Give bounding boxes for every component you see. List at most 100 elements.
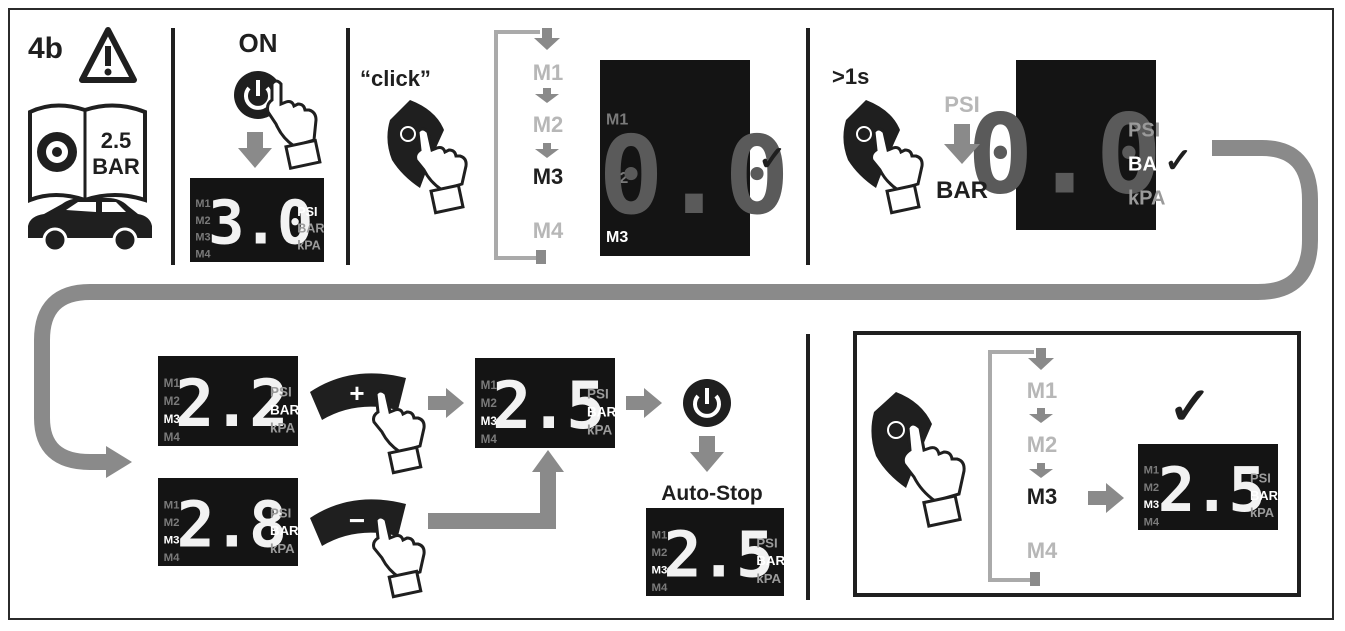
flow-connector-arrowhead xyxy=(106,446,132,478)
lcd-power-on-reading: 3.0 xyxy=(208,189,311,259)
long-press-label: >1s xyxy=(832,64,869,89)
lcd-power-on-mode-label: M4 xyxy=(195,248,210,260)
lcd-unit-select-reading: 0.0 xyxy=(967,91,1160,219)
mode-bracket xyxy=(494,30,546,264)
lcd-adjust-up-mode-label: M3 xyxy=(164,413,181,426)
minus-button-icon[interactable] xyxy=(310,499,406,546)
hand-pointer-icon-memory xyxy=(901,422,966,528)
unit-arrow-icon xyxy=(944,124,980,164)
lcd-power-on-mode-label: M1 xyxy=(195,198,210,210)
unit-to-bar: BAR xyxy=(936,177,988,204)
mode-arrows xyxy=(534,28,560,158)
lcd-auto-stop-unit-label: kPA xyxy=(756,571,781,586)
lcd-memory-unit-label: BAR xyxy=(1250,488,1279,503)
lcd-adjust-set-mode-label: M4 xyxy=(481,433,498,446)
arrow-right-1 xyxy=(428,388,464,418)
lcd-memory-mode-label: M3 xyxy=(1144,499,1160,511)
step-label: 4b xyxy=(28,32,63,65)
lcd-adjust-up-unit-label: PSI xyxy=(270,385,292,400)
lcd-adjust-set-unit-label: PSI xyxy=(587,387,609,402)
lcd-unit-select-unit-label: BAR xyxy=(1128,154,1172,176)
lcd-power-on-mode-label: M2 xyxy=(195,215,210,227)
memory-mode-m3[interactable]: M3 xyxy=(1027,484,1058,509)
plus-button-icon[interactable] xyxy=(310,373,406,420)
lcd-adjust-up-reading: 2.2 xyxy=(175,367,286,442)
lcd-mode-select-mode-label: M3 xyxy=(606,229,628,246)
arrow-right-3 xyxy=(1088,483,1124,513)
warning-pressure-unit: BAR xyxy=(92,154,140,179)
car-icon xyxy=(28,198,152,253)
lcd-power-on-unit-label: BAR xyxy=(297,222,324,236)
auto-stop-label: Auto-Stop xyxy=(661,482,762,505)
lcd-mode-select-mode-label: M1 xyxy=(606,111,628,128)
memory-box xyxy=(853,331,1301,597)
lcd-auto-stop-mode-label: M3 xyxy=(652,565,668,577)
warning-pressure-value: 2.5 xyxy=(101,128,132,153)
tire-icon xyxy=(37,132,77,172)
lcd-unit-select-unit-label: PSI xyxy=(1128,120,1160,142)
arrow-up-path xyxy=(428,450,564,529)
power-button-icon-2[interactable] xyxy=(683,379,731,427)
memory-mode-m4[interactable]: M4 xyxy=(1027,538,1058,563)
mode-m2[interactable]: M2 xyxy=(533,112,564,137)
lcd-mode-select-reading: 0.0 xyxy=(598,114,787,239)
lcd-power-on-mode-label: M3 xyxy=(195,232,210,244)
lcd-adjust-set-mode-label: M3 xyxy=(481,415,498,428)
check-mark-mode: ✓ xyxy=(758,140,787,178)
power-on-label: ON xyxy=(239,28,278,58)
lcd-power-on-unit-label: kPA xyxy=(297,238,321,252)
lcd-adjust-down-mode-label: M4 xyxy=(164,552,181,564)
lcd-adjust-down-mode-label: M2 xyxy=(164,517,180,529)
flow-connector-path xyxy=(34,140,1318,470)
memory-mode-m1[interactable]: M1 xyxy=(1027,378,1058,403)
memory-mode-m2[interactable]: M2 xyxy=(1027,432,1058,457)
check-mark-memory: ✓ xyxy=(1168,378,1212,436)
hand-pointer-icon-click xyxy=(414,127,468,215)
lcd-auto-stop-unit-label: PSI xyxy=(756,536,777,551)
lcd-auto-stop-mode-label: M4 xyxy=(652,582,669,594)
control-wheel-icon-2[interactable] xyxy=(843,100,900,188)
plus-symbol: + xyxy=(349,378,364,408)
hand-pointer-icon xyxy=(266,79,322,171)
lcd-adjust-down-unit-label: PSI xyxy=(270,506,291,521)
control-wheel-icon-3[interactable] xyxy=(871,392,932,488)
lcd-power-on-unit-label: PSI xyxy=(297,205,317,219)
lcd-memory-mode-label: M4 xyxy=(1144,516,1160,528)
control-wheel-icon[interactable] xyxy=(387,100,444,188)
lcd-auto-stop-mode-label: M2 xyxy=(652,547,668,559)
lcd-auto-stop-mode-label: M1 xyxy=(652,529,669,541)
mode-m3[interactable]: M3 xyxy=(533,164,564,189)
lcd-memory-unit-label: kPA xyxy=(1250,505,1274,520)
mode-m4[interactable]: M4 xyxy=(533,218,564,243)
lcd-adjust-down-mode-label: M1 xyxy=(164,499,181,511)
lcd-adjust-up-mode-label: M1 xyxy=(164,377,181,390)
lcd-adjust-up-unit-label: kPA xyxy=(270,421,296,436)
lcd-unit-select-unit-label: kPA xyxy=(1128,188,1165,210)
manual-book-icon xyxy=(28,103,147,203)
mode-m1[interactable]: M1 xyxy=(533,60,564,85)
lcd-adjust-down-mode-label: M3 xyxy=(164,535,180,547)
unit-from-psi: PSI xyxy=(944,92,979,117)
lcd-adjust-down-unit-label: kPA xyxy=(270,541,295,556)
lcd-memory-mode-label: M2 xyxy=(1144,482,1160,494)
lcd-adjust-up-mode-label: M4 xyxy=(164,431,181,444)
arrow-right-2 xyxy=(626,388,662,418)
warning-icon xyxy=(79,27,137,83)
lcd-adjust-down-unit-label: BAR xyxy=(270,523,299,538)
lcd-auto-stop-unit-label: BAR xyxy=(756,553,785,568)
lcd-adjust-down-reading: 2.8 xyxy=(177,488,285,562)
check-mark-unit: ✓ xyxy=(1164,142,1193,180)
lcd-adjust-set-unit-label: BAR xyxy=(587,405,616,420)
lcd-adjust-set-unit-label: kPA xyxy=(587,423,613,438)
hand-pointer-icon-plus xyxy=(372,389,426,475)
lcd-memory-unit-label: PSI xyxy=(1250,471,1271,486)
memory-mode-arrows xyxy=(1028,348,1054,478)
